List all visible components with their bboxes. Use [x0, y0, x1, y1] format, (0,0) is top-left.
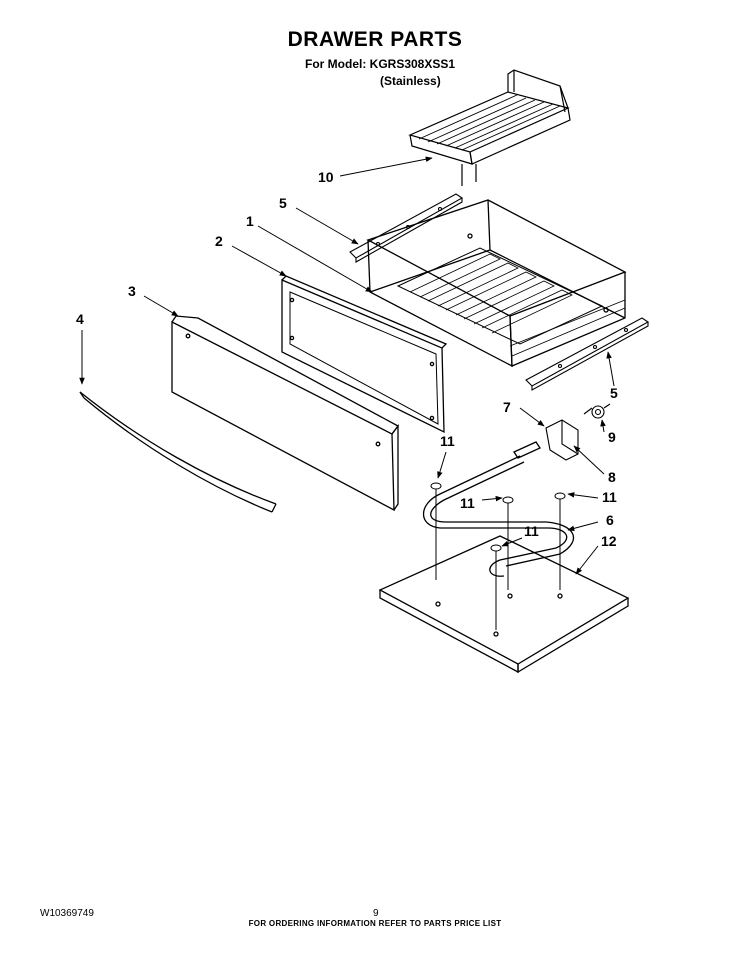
- callout-3: 3: [128, 283, 136, 299]
- model-variant: (Stainless): [380, 74, 441, 88]
- burner-bracket-assembly: [545, 403, 611, 461]
- drawer-slide-lower: [525, 317, 650, 391]
- callout-5-lower: 5: [610, 385, 618, 401]
- broiler-rack: [408, 69, 571, 186]
- model-number: For Model: KGRS308XSS1: [305, 57, 456, 71]
- callout-10: 10: [318, 169, 334, 185]
- callout-8: 8: [608, 469, 616, 485]
- callout-11-left: 11: [460, 495, 475, 511]
- drawer-front-panel: [171, 315, 399, 512]
- callout-5: 5: [279, 195, 287, 211]
- mounting-screws: [430, 482, 566, 630]
- callout-7: 7: [503, 399, 511, 415]
- callout-11-right: 11: [602, 489, 617, 505]
- callout-leaders: [79, 156, 615, 575]
- callout-11-top: 11: [440, 433, 455, 449]
- callout-4: 4: [76, 311, 84, 327]
- drawer-handle: [79, 391, 277, 513]
- drawer-body: [366, 199, 627, 368]
- drawer-bottom-plate: [378, 535, 630, 674]
- page-title: DRAWER PARTS: [287, 28, 463, 51]
- callout-11-center: 11: [524, 523, 539, 539]
- drawer-inner-panel: [281, 275, 448, 434]
- callout-6: 6: [606, 512, 614, 528]
- bake-element: [423, 441, 574, 577]
- ordering-note: FOR ORDERING INFORMATION REFER TO PARTS …: [248, 919, 502, 928]
- callout-2: 2: [215, 233, 223, 249]
- callout-9: 9: [608, 429, 616, 445]
- callout-12: 12: [601, 533, 617, 549]
- drawer-slide-upper: [349, 193, 464, 263]
- page-number: 9: [373, 908, 379, 919]
- document-number: W10369749: [40, 908, 94, 919]
- callout-1: 1: [246, 213, 254, 229]
